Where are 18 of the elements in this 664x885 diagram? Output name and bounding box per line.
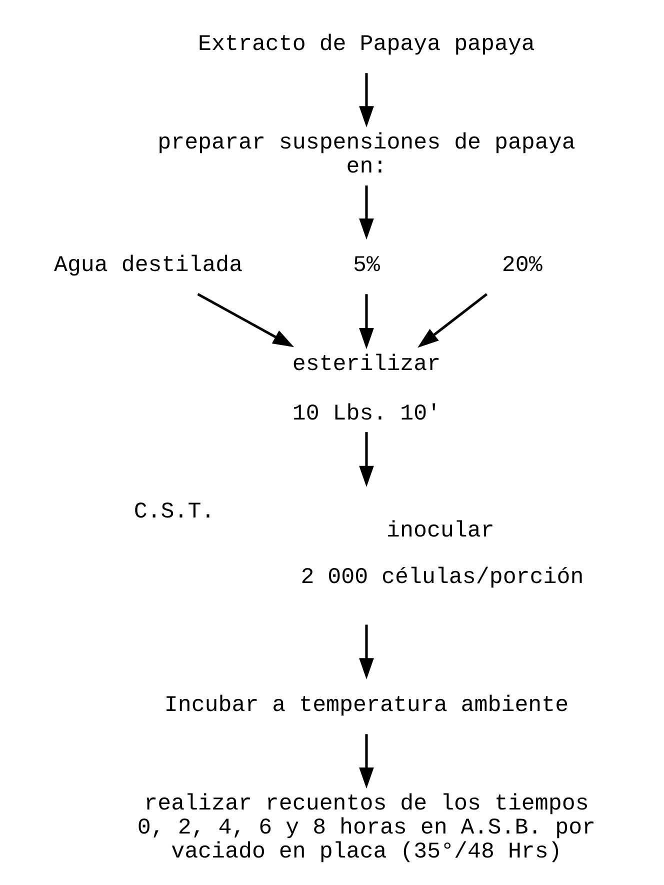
node-text: inocular 2 000 células/porción bbox=[300, 518, 584, 590]
node-text: esterilizar 10 Lbs. 10' bbox=[292, 350, 441, 427]
node-text: 5% bbox=[353, 252, 380, 278]
arrow bbox=[359, 432, 374, 488]
arrow bbox=[359, 294, 374, 350]
node-text: 20% bbox=[502, 252, 542, 278]
arrow bbox=[359, 186, 374, 240]
arrow bbox=[197, 293, 294, 348]
node-text: Extracto de Papaya papaya bbox=[198, 30, 535, 57]
node-text: realizar recuentos de los tiempos 0, 2, 4, 6 y 8 horas en A.S.B. por vaciado en placa (35°/48 Hrs) bbox=[137, 790, 596, 865]
arrow bbox=[359, 73, 374, 128]
node-text: Agua destilada bbox=[54, 252, 243, 278]
node-text: Incubar a temperatura ambiente bbox=[164, 692, 569, 718]
node-label: C.S.T. bbox=[134, 498, 215, 524]
arrow bbox=[359, 734, 374, 789]
node-text: preparar suspensiones de papaya en: bbox=[158, 129, 576, 180]
arrow bbox=[359, 624, 374, 680]
arrow bbox=[418, 293, 488, 348]
